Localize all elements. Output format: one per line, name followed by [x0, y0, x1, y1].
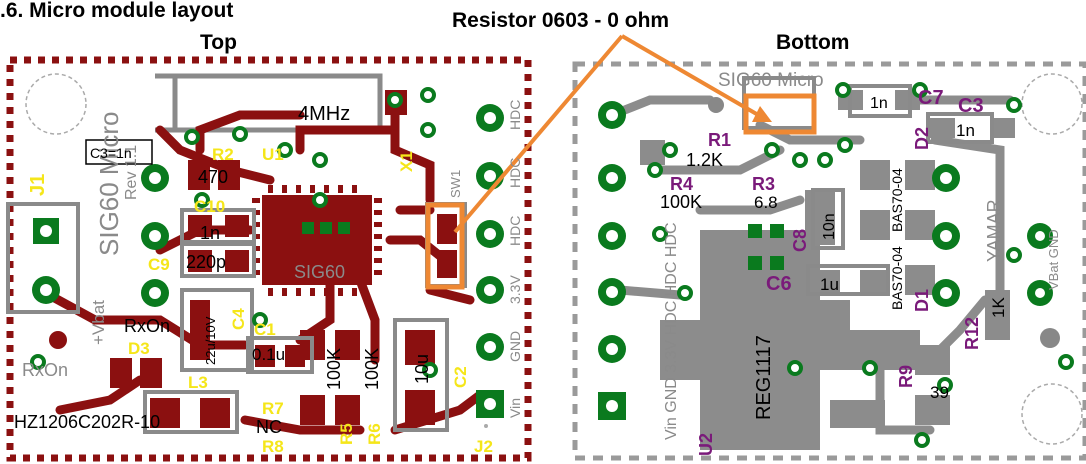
label-r7-value: NC	[256, 417, 282, 437]
label-vbat: +Vbat	[89, 300, 108, 345]
label-r9-value: 39	[930, 383, 949, 402]
bottom-vias	[647, 82, 1074, 448]
label-c4: C4	[229, 308, 248, 330]
label-r4-value: 100K	[660, 192, 702, 212]
label-d1: D1	[912, 289, 932, 312]
label-r1: R1	[708, 130, 731, 150]
silk-title-bottom: SIG60 Micro	[718, 70, 824, 91]
label-r1-value: 1.2K	[686, 150, 723, 170]
callout-box-top	[425, 202, 465, 290]
label-c9: C9	[148, 255, 170, 274]
top-through-holes	[32, 104, 504, 418]
bottom-through-holes	[598, 97, 1053, 420]
label-r3-value: 6.8	[754, 193, 778, 212]
label-c6: C6	[766, 273, 792, 295]
label-c1: C1	[254, 320, 276, 339]
label-r6: R6	[365, 423, 384, 445]
label-ferrite: HZ1206C202R-10	[14, 412, 160, 432]
label-bas-top: BAS70-04	[889, 168, 905, 232]
label-u2: U2	[696, 433, 716, 456]
label-r5: R5	[337, 423, 356, 445]
label-x1: X1	[397, 151, 416, 172]
bottom-board	[572, 61, 1086, 461]
top-board	[6, 56, 532, 462]
label-r6-value: 100K	[362, 348, 382, 390]
callout-graphics	[425, 34, 817, 290]
callout-box-bottom	[743, 93, 817, 135]
label-r5-value: 100K	[324, 348, 344, 390]
section-title: .6. Micro module layout	[0, 0, 234, 22]
label-bas-bottom: BAS70-04	[889, 246, 905, 310]
label-hdc2: HDC	[507, 158, 523, 188]
bottom-text: SIG60 Micro C7 1n C3 1n R1 1.2K R4 100K …	[660, 70, 1061, 456]
label-c3: C3	[958, 95, 984, 117]
ic-u1-body	[262, 195, 372, 285]
top-vias	[30, 87, 438, 378]
label-r3: R3	[752, 174, 775, 194]
label-c9-value: 220p	[186, 252, 226, 272]
label-vin: Vin	[507, 398, 523, 418]
label-sw1: SW1	[448, 170, 463, 198]
callout-line-bottom	[620, 34, 762, 118]
label-c8: C8	[790, 229, 810, 252]
mount-hole	[25, 73, 87, 135]
label-j1: J1	[27, 174, 49, 196]
label-vbat-gnd: VBat GND	[1046, 229, 1061, 290]
label-d2: D2	[912, 127, 932, 150]
label-u1: U1	[262, 145, 284, 164]
label-c10-value: 1n	[200, 223, 220, 243]
label-c4-value: 22u/10V	[203, 316, 218, 365]
top-label: Top	[200, 31, 237, 54]
c3-note: C3=1n	[90, 145, 132, 161]
label-r7: R7	[262, 399, 284, 418]
label-r12-value: 1K	[989, 297, 1008, 318]
mount-hole	[1021, 73, 1083, 135]
label-r4: R4	[670, 174, 693, 194]
mount-hole	[484, 424, 488, 428]
label-l3: L3	[188, 373, 208, 392]
label-c3-value: 1n	[956, 121, 975, 140]
callout-line-top	[453, 34, 624, 234]
top-smd-pads	[110, 90, 435, 428]
label-rxon: RxOn	[124, 316, 170, 336]
callout-text: Resistor 0603 - 0 ohm	[452, 9, 670, 32]
label-3v3: 3.3V	[507, 275, 523, 304]
crystal-label: 4MHz	[298, 103, 350, 125]
label-j2: J2	[474, 437, 493, 456]
label-c2: C2	[451, 366, 470, 388]
silk-rev-label: SIG60 Micro	[94, 112, 124, 257]
label-hdc3: HDC	[507, 216, 523, 246]
mount-hole	[1040, 328, 1060, 348]
label-c10: C10	[194, 197, 225, 216]
bottom-label: Bottom	[776, 31, 850, 54]
label-rxon-silk: RxOn	[22, 360, 68, 380]
callout-arrow-head	[752, 106, 772, 122]
label-gnd: GND	[507, 331, 523, 362]
top-outlines	[6, 202, 467, 434]
top-text: 4MHz SIG60 Micro Rev 1.1 C3=1n SIG60 R2 …	[14, 100, 523, 456]
label-r2: R2	[212, 145, 234, 164]
label-yamar: YAMAR	[984, 199, 1004, 262]
label-reg: REG1117	[753, 335, 775, 420]
chip-label: SIG60	[294, 262, 345, 282]
label-header-pins: Vin GND 3.3V HDC HDC HDC	[663, 222, 680, 440]
label-c7-value: 1n	[870, 95, 888, 112]
silk-rev2-label: Rev 1.1	[123, 145, 140, 200]
label-c8-value: 10n	[821, 213, 838, 240]
label-d3: D3	[128, 339, 150, 358]
mount-hole	[1021, 383, 1083, 445]
label-r8: R8	[262, 437, 284, 456]
c3-note-box	[85, 139, 153, 165]
label-r12: R12	[962, 317, 982, 350]
label-c7: C7	[918, 87, 944, 109]
label-c6-value: 1u	[820, 275, 839, 294]
label-c1-value: 0.1u	[252, 345, 285, 364]
label-hdc1: HDC	[507, 100, 523, 130]
ic-thermal-vias	[302, 222, 350, 234]
label-c2-value: 10u	[412, 354, 432, 384]
label-r9: R9	[896, 365, 916, 388]
label-r2-value: 470	[198, 167, 228, 187]
